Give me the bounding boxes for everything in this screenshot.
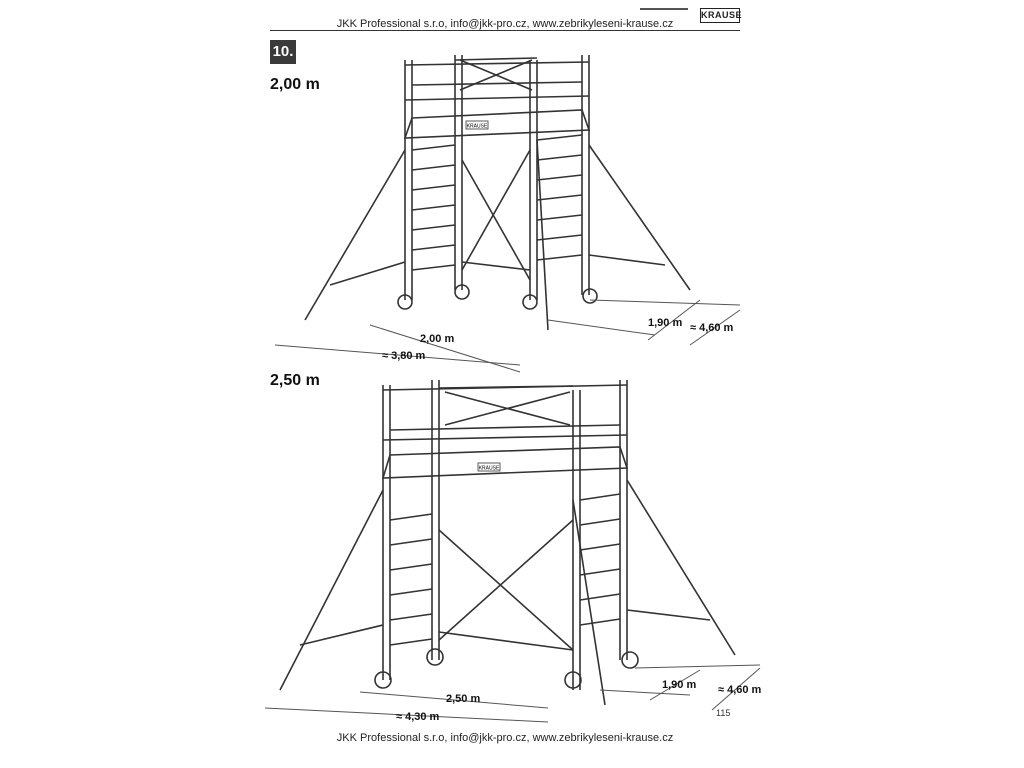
brand-plate-label-2-5m: KRAUSE — [479, 466, 500, 472]
dim-width-2m: 2,00 m — [420, 333, 455, 345]
dim-length-2m: 1,90 m — [648, 317, 683, 329]
brand-plate-2m — [465, 120, 489, 130]
dim-length-2-5m: 1,90 m — [662, 679, 697, 691]
section-title-2m: 2,00 m — [270, 76, 320, 93]
section-title-2-5m: 2,50 m — [270, 372, 320, 389]
step-number: 10. — [270, 40, 296, 64]
dim-base-width-2m: ≈ 4,60 m — [690, 322, 734, 334]
page-footer: JKK Professional s.r.o, info@jkk-pro.cz,… — [336, 732, 674, 744]
brand-plate-label-2m: KRAUSE — [467, 124, 488, 130]
page-number: 115 — [716, 708, 731, 718]
brand-plate-2-5m — [477, 462, 501, 472]
dim-width-2-5m: 2,50 m — [446, 693, 481, 705]
page-header: JKK Professional s.r.o, info@jkk-pro.cz,… — [336, 18, 674, 30]
dim-base-width-2-5m: ≈ 4,60 m — [718, 684, 762, 696]
header-decoration — [640, 8, 688, 16]
dim-base-length-2m: ≈ 3,80 m — [382, 350, 426, 362]
dim-base-length-2-5m: ≈ 4,30 m — [396, 711, 440, 723]
header-rule — [270, 30, 740, 31]
brand-logo: KRAUSE — [700, 8, 742, 23]
